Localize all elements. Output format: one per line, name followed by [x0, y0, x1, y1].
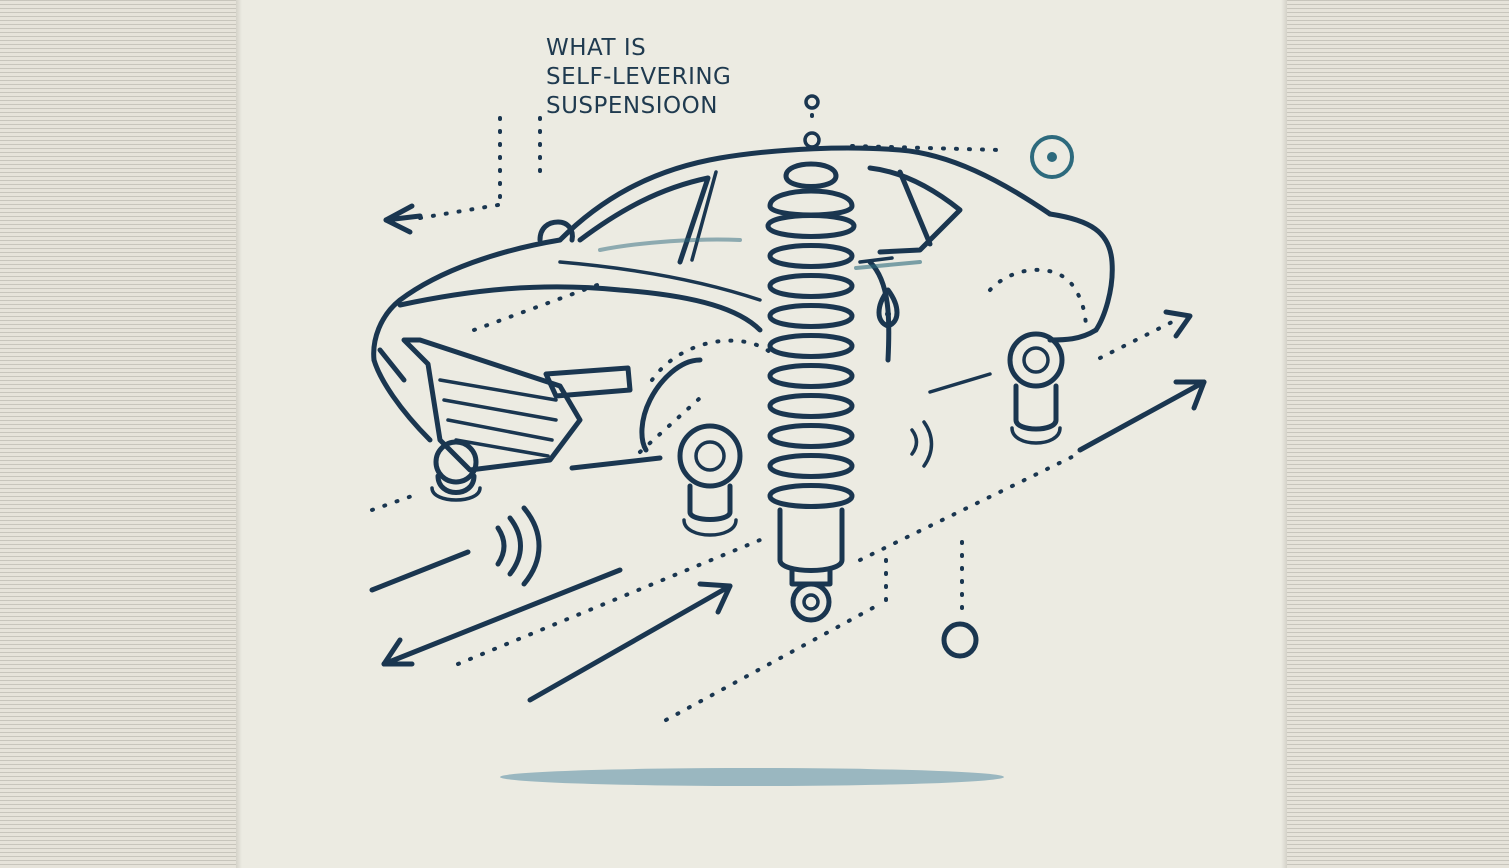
ground-shadow — [500, 768, 1004, 786]
target-circle-icon — [1030, 135, 1074, 179]
right-striped-panel — [1287, 0, 1509, 868]
arrow-icon — [369, 549, 471, 593]
title-line-2: SELF-LEVERING — [546, 64, 732, 90]
title-line-3: SUSPENSIOON — [546, 93, 718, 119]
arrow-icon — [1077, 379, 1207, 453]
dotted-guide — [664, 602, 882, 722]
front-arch-guide — [650, 338, 772, 382]
accent-stroke — [854, 260, 922, 270]
target-circle-icon — [941, 540, 979, 659]
dotted-guide — [638, 396, 702, 454]
signal-waves-icon — [910, 420, 934, 468]
dotted-guide — [370, 494, 414, 512]
dotted-guide — [858, 452, 1080, 562]
title-line-1: WHAT IS — [546, 35, 647, 61]
wheel-icon — [1007, 331, 1065, 445]
pin-dot-icon — [804, 94, 820, 110]
left-striped-panel — [0, 0, 236, 868]
arrow-icon — [527, 581, 733, 703]
wheel-icon — [430, 439, 482, 502]
arrow-icon — [381, 567, 623, 667]
dotted-guide — [850, 144, 1002, 152]
pin-dot-icon — [803, 131, 821, 149]
page-title: WHAT IS SELF-LEVERING SUSPENSIOON — [546, 34, 846, 121]
left-panel-edge — [236, 0, 242, 868]
car-icon — [371, 145, 1115, 473]
dotted-guide — [456, 538, 762, 666]
arrow-icon — [383, 116, 542, 235]
drop-icon — [876, 287, 900, 329]
wheel-icon — [677, 423, 743, 537]
coil-spring-shock-icon — [765, 161, 857, 623]
signal-waves-icon — [495, 505, 542, 587]
arrow-icon — [1098, 309, 1193, 360]
dotted-guide — [472, 282, 602, 332]
accent-stroke — [598, 237, 742, 252]
drop-center — [885, 311, 891, 317]
